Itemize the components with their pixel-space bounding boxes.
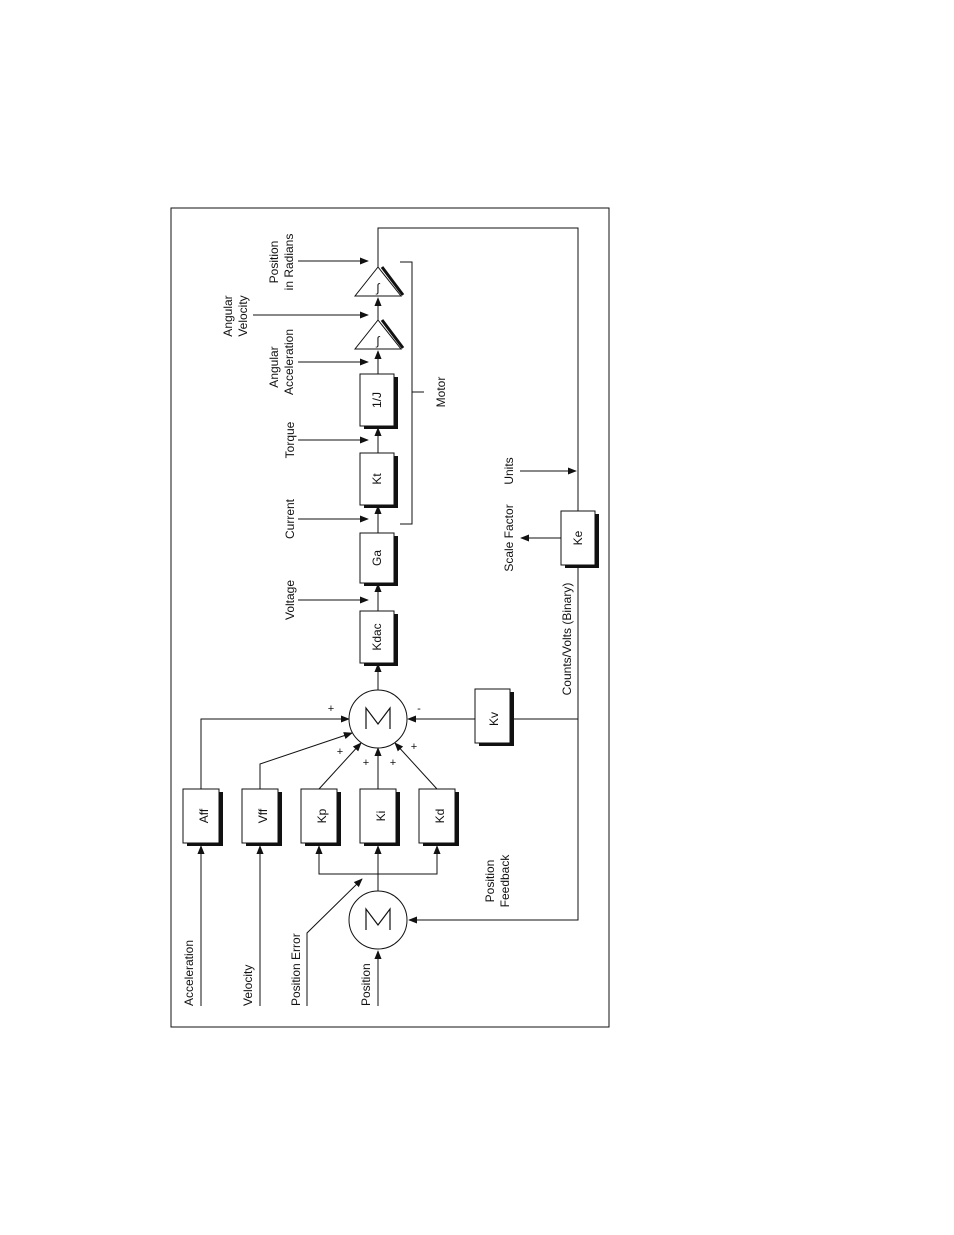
kt-label: Kt xyxy=(370,473,384,485)
vff-to-sum-line xyxy=(260,733,352,789)
ki-sign: + xyxy=(390,757,396,769)
acceleration-label: Acceleration xyxy=(182,940,196,1006)
ki-block: Ki xyxy=(360,789,400,846)
kv-label: Kv xyxy=(487,712,501,726)
kv-block: Kv xyxy=(475,689,514,746)
motor-label: Motor xyxy=(434,377,448,408)
ke-block: Ke xyxy=(561,511,599,568)
kd-sign: + xyxy=(411,741,417,753)
vff-sign: + xyxy=(337,746,343,758)
inv-j-block: 1/J xyxy=(360,374,398,429)
integrator-1: ∫ xyxy=(355,320,403,349)
scale-factor-label: Scale Factor xyxy=(502,504,516,571)
kd-label: Kd xyxy=(433,809,447,824)
aff-sign: + xyxy=(328,703,334,715)
error-summing-junction xyxy=(349,891,407,949)
kdac-block: Kdac xyxy=(360,611,398,666)
integrator-1-symbol: ∫ xyxy=(375,334,380,348)
counts-volts-label: Counts/Volts (Binary) xyxy=(560,583,574,696)
inv-j-label: 1/J xyxy=(370,392,384,408)
ki-label: Ki xyxy=(374,811,388,822)
voltage-label: Voltage xyxy=(283,580,297,620)
position-error-line xyxy=(307,879,362,1006)
ga-label: Ga xyxy=(370,550,384,566)
position-output-line xyxy=(378,228,578,511)
position-error-label: Position Error xyxy=(289,933,303,1006)
kp-label: Kp xyxy=(315,808,329,823)
aff-to-sum-line xyxy=(201,719,349,789)
aff-label: Aff xyxy=(197,808,211,823)
kdac-label: Kdac xyxy=(370,623,384,650)
position-radians-label-2: in Radians xyxy=(282,234,296,291)
kd-block: Kd xyxy=(419,789,459,846)
ga-block: Ga xyxy=(360,533,398,586)
angular-acceleration-label-1: Angular xyxy=(267,346,281,387)
motor-bracket xyxy=(400,262,412,524)
vff-label: Vff xyxy=(256,808,270,823)
kp-sign: + xyxy=(363,757,369,769)
integrator-2-symbol: ∫ xyxy=(375,281,380,295)
angular-velocity-label-1: Angular xyxy=(221,295,235,336)
aff-block: Aff xyxy=(183,789,223,846)
position-radians-label-1: Position xyxy=(267,241,281,284)
units-label: Units xyxy=(502,457,516,484)
position-label: Position xyxy=(359,963,373,1006)
kv-sign: - xyxy=(417,703,421,715)
kt-block: Kt xyxy=(360,453,398,508)
angular-velocity-label-2: Velocity xyxy=(236,295,250,336)
main-summing-junction xyxy=(349,690,407,748)
velocity-label: Velocity xyxy=(241,965,255,1006)
angular-acceleration-label-2: Acceleration xyxy=(282,329,296,395)
position-feedback-label-2: Feedback xyxy=(498,854,512,908)
integrator-2: ∫ xyxy=(355,267,403,296)
position-feedback-label-1: Position xyxy=(483,860,497,903)
current-label: Current xyxy=(283,498,297,539)
kp-block: Kp xyxy=(301,789,341,846)
ke-label: Ke xyxy=(571,530,585,545)
torque-label: Torque xyxy=(283,421,297,458)
vff-block: Vff xyxy=(242,789,282,846)
